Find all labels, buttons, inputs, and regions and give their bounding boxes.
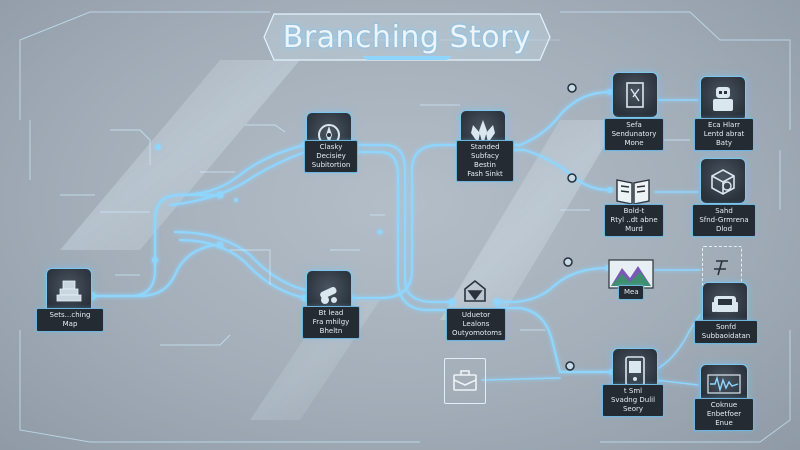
monument-icon [56,280,82,302]
node-end-5[interactable] [700,364,748,404]
label-end-2: Sahd Sfnd-Grmrena Dlod [692,204,756,237]
title-frame [263,13,551,61]
robot-icon [713,87,733,111]
label-choice-b: Bt lead Fra mhilgy Bheltn [302,306,360,339]
landscape-icon [608,259,654,289]
title-plate: Branching Story [262,12,552,62]
connection-lines [90,90,701,386]
label-end-1: Eca Hlarr Lentd abrat Baty [694,118,754,151]
label-merge-top: Standed Subfacy Bestin Fash Sinkt [456,140,514,182]
ring-markers [563,83,577,371]
book-icon [616,179,650,205]
cube-icon [711,169,735,195]
node-merge-bottom[interactable] [452,270,498,316]
signpost-icon [714,260,728,276]
label-end-4: Sonfd Subbaoidatan [694,320,758,344]
node-end-2[interactable] [700,158,746,204]
device-icon [625,356,645,386]
label-merge-bottom: Uduetor Lealons Outyomotoms [446,308,506,341]
briefcase-icon [453,370,477,391]
console-icon [712,296,738,312]
node-end-1[interactable] [700,76,746,122]
shield-icon [464,279,486,302]
node-branch-1[interactable] [612,72,658,118]
label-branch-4: t Sml Svadng Dulil Seory [602,384,664,417]
label-choice-a: Clasky Decisiey Subitortion [304,140,358,173]
page-title: Branching Story [282,19,532,55]
label-start: Sets...ching Map [36,308,104,332]
node-branch-3[interactable] [608,250,654,296]
label-end-5: Coknue Enbetfoer Enue [694,398,754,431]
scroll-icon [626,82,644,108]
label-branch-2: Bold-t Rtyl ..dt abne Murd [604,204,664,237]
cannon-icon [320,286,337,304]
waveform-icon [707,374,741,394]
circuit-traces [60,104,690,346]
crest-icon [471,120,495,145]
node-side-box[interactable] [444,358,486,404]
node-start[interactable] [46,268,92,314]
frame-border [19,11,791,443]
label-branch-3: Mea [618,285,644,300]
label-branch-1: Sefa Sendunatory Mone [604,118,664,151]
